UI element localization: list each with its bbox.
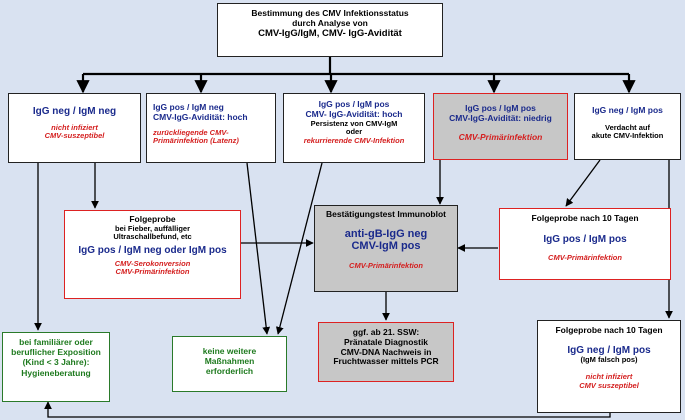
result-box-igg-neg-igm-neg: IgG neg / IgM neg nicht infiziert CMV-su… [8,93,141,163]
result-box-1-red-1: nicht infiziert [51,122,98,132]
folgeprobe-red-1: CMV-Serokonversion [114,258,191,268]
result-box-1-red-2: CMV-suszeptibel [44,131,105,141]
result-box-4-head-1: IgG pos / IgM pos [465,103,536,113]
folgeprobe-result: IgG pos / IgM neg oder IgM pos [78,245,227,257]
result-box-2-head-2: CMV-IgG-Avidität: hoch [153,111,248,122]
immunoblot-title: Bestätigungstest Immunoblot [326,209,446,219]
praenatal-line-3: CMV-DNA Nachweis in [340,346,432,357]
keine-line-3: erforderlich [205,365,254,376]
folgeprobe-10-tage-box-2: Folgeprobe nach 10 Tagen IgG neg / IgM p… [537,320,681,413]
immunoblot-result-2: CMV-IgM pos [351,240,421,253]
folgeprobe-line-2: Ultraschallbefund, etc [113,232,192,242]
hygieneberatung-box: bei familiärer oder beruflicher Expositi… [2,332,110,402]
connector-box2-keine [246,162,271,335]
title-line-2: durch Analyse von [292,17,368,28]
result-box-2-head-1: IgG pos / IgM neg [153,102,224,112]
result-box-3-line-4: oder [345,127,363,137]
hygiene-line-1: bei familiärer oder [19,337,93,347]
immunoblot-red: CMV-Primärinfektion [349,261,423,271]
praenatale-diagnostik-box: ggf. ab 21. SSW: Pränatale Diagnostik CM… [318,322,454,382]
folgeprobe-10-tage-red-1: CMV-Primärinfektion [548,253,622,263]
result-box-3-line-3: Persistenz von CMV-IgM [310,118,398,128]
result-box-igg-pos-igm-pos-low: IgG pos / IgM pos CMV-IgG-Avidität: nied… [433,93,568,160]
keine-line-2: Maßnahmen [204,355,255,366]
folgeprobe-10-tage-red-2b: CMV suszeptibel [579,380,639,390]
immunoblot-result-1: anti-gB-IgG neg [344,227,428,240]
folgeprobe-box: Folgeprobe bei Fieber, auffälliger Ultra… [64,210,241,299]
folgeprobe-line-1: bei Fieber, auffälliger [114,223,191,233]
result-box-1-head: IgG neg / IgM neg [32,106,117,117]
keine-massnahmen-box: keine weitere Maßnahmen erforderlich [172,336,287,392]
hygiene-line-4: Hygieneberatung [21,368,91,379]
result-box-4-head-2: CMV-IgG-Avidität: niedrig [449,112,552,123]
folgeprobe-title: Folgeprobe [129,214,176,224]
result-box-5-head: IgG neg / IgM pos [592,105,663,115]
praenatal-line-2: Pränatale Diagnostik [343,336,429,347]
connector-folge10b-hygiene [44,401,611,418]
result-box-2-red-2: Primärinfektion (Latenz) [153,136,239,146]
hygiene-line-2: beruflicher Exposition [11,346,101,357]
folgeprobe-10-tage-red-2a: nicht infiziert [585,371,633,381]
folgeprobe-10-tage-title-1: Folgeprobe nach 10 Tagen [531,213,639,223]
folgeprobe-10-tage-result-1: IgG pos / IgM pos [543,233,627,245]
keine-line-1: keine weitere [202,346,257,356]
result-box-5-line-2: akute CMV-Infektion [591,131,664,141]
hygiene-line-3: (Kind < 3 Jahre): [22,356,90,367]
connector-box5-folge10a [565,159,601,207]
result-box-3-head-1: IgG pos / IgM pos [318,99,390,109]
result-box-5-line-1: Verdacht auf [604,122,650,132]
folgeprobe-10-tage-result-2: IgG neg / IgM pos [567,344,651,356]
title-box: Bestimmung des CMV Infektionsstatus durc… [217,3,443,57]
result-box-3-head-2: CMV- IgG-Avidität: hoch [305,108,403,119]
result-box-3-red: rekurrierende CMV-Infektion [303,135,405,145]
result-box-igg-pos-igm-neg: IgG pos / IgM neg CMV-IgG-Avidität: hoch… [146,93,276,163]
result-box-igg-pos-igm-pos-high: IgG pos / IgM pos CMV- IgG-Avidität: hoc… [283,93,425,163]
result-box-2-red-1: zurückliegende CMV- [153,127,229,137]
title-line-3: CMV-IgG/IgM, CMV- IgG-Avidität [258,27,402,39]
praenatal-line-4: Fruchtwasser mittels PCR [333,356,439,367]
result-box-4-red: CMV-Primärinfektion [458,131,543,142]
folgeprobe-10-tage-sub: (IgM falsch pos) [580,355,638,365]
result-box-igg-neg-igm-pos: IgG neg / IgM pos Verdacht auf akute CMV… [574,93,681,160]
immunoblot-box: Bestätigungstest Immunoblot anti-gB-IgG … [314,205,458,292]
folgeprobe-red-2: CMV-Primärinfektion [115,267,190,277]
folgeprobe-10-tage-box-1: Folgeprobe nach 10 Tagen IgG pos / IgM p… [499,208,671,280]
connector-box3-keine [275,162,323,335]
title-line-1: Bestimmung des CMV Infektionsstatus [251,8,409,18]
folgeprobe-10-tage-title-2: Folgeprobe nach 10 Tagen [555,325,663,335]
praenatal-line-1: ggf. ab 21. SSW: [352,327,420,337]
